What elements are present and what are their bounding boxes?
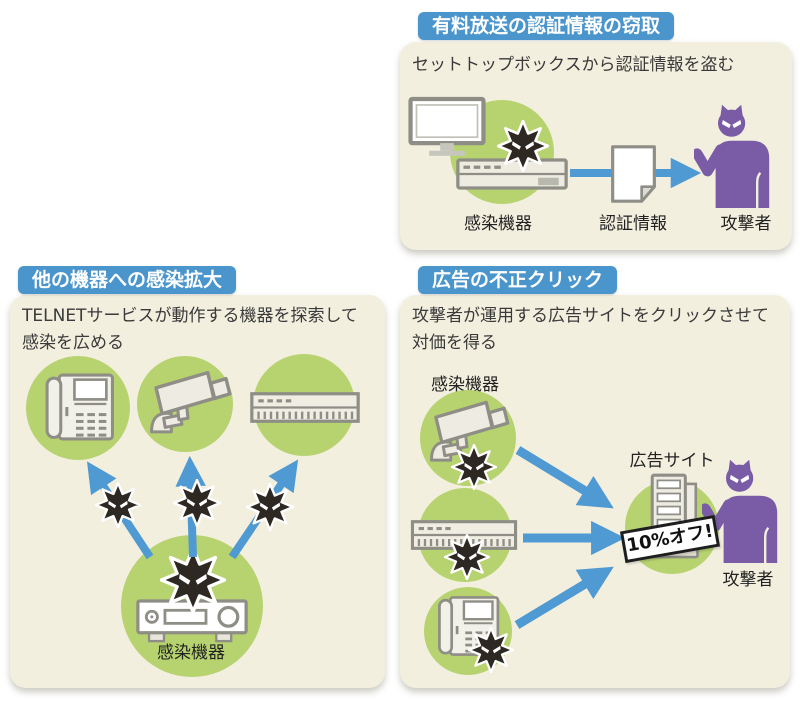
malware-icon: [444, 534, 490, 580]
panel-title-pay-broadcast: 有料放送の認証情報の窃取: [418, 12, 675, 40]
label-ad-site: 広告サイト: [629, 451, 715, 471]
malware-icon: [160, 547, 226, 613]
description-line1: TELNETサービスが動作する機器を探索して: [22, 306, 358, 326]
monitor-icon: [408, 96, 486, 158]
camera-icon: [149, 370, 232, 434]
malware-icon: [173, 479, 221, 527]
label-infected-device: 感染機器: [464, 214, 532, 234]
panel-title-infection-spread: 他の機器への感染拡大: [18, 266, 237, 294]
malware-icon: [451, 444, 497, 490]
network-switch-icon: [250, 392, 360, 423]
panel-infection-spread: TELNETサービスが動作する機器を探索して 感染を広める 感染機器: [10, 295, 385, 688]
malware-icon: [95, 482, 141, 528]
label-attacker: 攻撃者: [722, 570, 774, 590]
description-line2: 感染を広める: [22, 333, 124, 353]
description-line2: 対価を得る: [412, 333, 497, 353]
panel-pay-broadcast: セットトップボックスから認証情報を盗む 感染機器 認証情報 攻撃者: [400, 42, 792, 250]
panel-title-ad-fraud: 広告の不正クリック: [418, 266, 618, 294]
panel-description: TELNETサービスが動作する機器を探索して 感染を広める: [22, 303, 358, 357]
malware-icon: [468, 627, 514, 673]
malware-icon: [497, 120, 549, 172]
malware-icon: [246, 483, 294, 531]
label-infected-device: 感染機器: [157, 643, 225, 663]
description-line1: 攻撃者が運用する広告サイトをクリックさせて: [412, 306, 769, 326]
document-icon: [611, 145, 656, 203]
panel-description: セットトップボックスから認証情報を盗む: [412, 55, 735, 75]
label-attacker: 攻撃者: [720, 214, 772, 234]
panel-ad-fraud: 攻撃者が運用する広告サイトをクリックさせて 対価を得る 感染機器 10%オフ! …: [400, 295, 790, 688]
panel-description: 攻撃者が運用する広告サイトをクリックさせて 対価を得る: [412, 303, 769, 357]
label-infected-device: 感染機器: [431, 375, 499, 395]
attacker-icon: [694, 104, 774, 208]
phone-icon: [45, 373, 115, 441]
label-credentials: 認証情報: [599, 214, 667, 234]
